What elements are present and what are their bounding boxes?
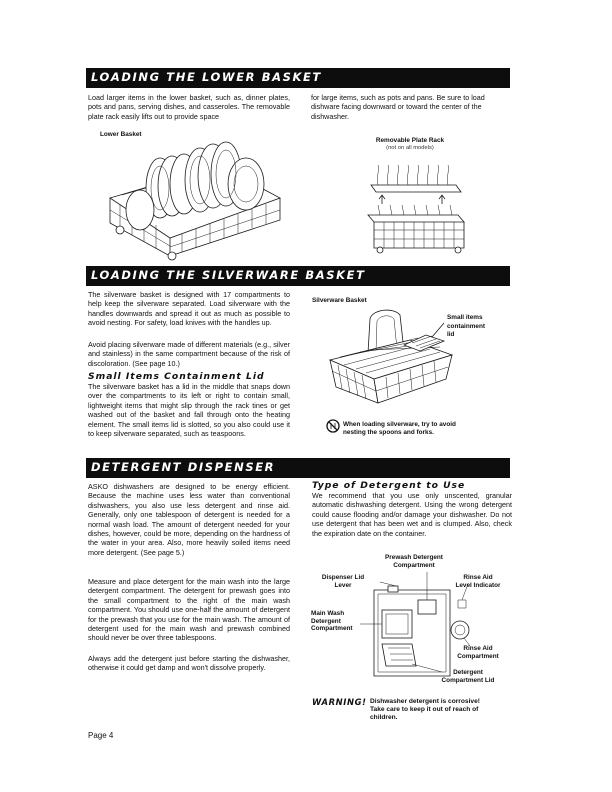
detergent-paragraph-3: Always add the detergent just before sta… [88, 654, 290, 673]
fig-label-small-items-lid: Small items containment lid [447, 314, 485, 339]
label-main-wash-compartment: Main Wash Detergent Compartment [311, 610, 353, 633]
plate-rack-illustration [367, 164, 465, 254]
heading-underline [86, 477, 510, 478]
warning-text: Dishwasher detergent is corrosive! Take … [370, 698, 480, 722]
silverware-paragraph-1: The silverware basket is designed with 1… [88, 290, 290, 328]
lower-basket-text-col1: Load larger items in the lower basket, s… [88, 93, 290, 121]
fig-label-silverware-basket: Silverware Basket [312, 297, 367, 304]
section-heading-lower-basket: LOADING THE LOWER BASKET [86, 68, 510, 87]
subheading-small-items-lid: Small Items Containment Lid [88, 371, 265, 382]
silverware-paragraph-2: Avoid placing silverware made of differe… [88, 340, 290, 368]
fig-note-plate-rack: (not on all models) [386, 145, 434, 151]
no-nesting-icon [326, 419, 340, 433]
label-dispenser-lid-lever: Dispenser Lid Lever [321, 574, 365, 589]
heading-underline [86, 285, 510, 286]
lower-basket-text-col2: for large items, such as pots and pans. … [311, 93, 485, 121]
label-rinse-aid-compartment: Rinse Aid Compartment [457, 645, 499, 660]
silverware-paragraph-3: The silverware basket has a lid in the m… [88, 382, 290, 439]
page-number: Page 4 [88, 731, 114, 740]
section-heading-silverware-basket: LOADING THE SILVERWARE BASKET [86, 266, 510, 285]
type-of-detergent-text: We recommend that you use only unscented… [312, 491, 512, 538]
label-prewash-compartment: Prewash Detergent Compartment [385, 554, 443, 569]
fig-label-lower-basket: Lower Basket [100, 131, 142, 138]
section-heading-detergent-dispenser: DETERGENT DISPENSER [86, 458, 510, 477]
subheading-type-of-detergent: Type of Detergent to Use [312, 480, 466, 491]
detergent-dispenser-diagram [360, 572, 471, 677]
lower-basket-illustration [109, 141, 281, 261]
label-rinse-aid-level-indicator: Rinse Aid Level Indicator [455, 574, 501, 589]
detergent-paragraph-2: Measure and place detergent for the main… [88, 577, 290, 643]
warning-heading: WARNING! [312, 697, 367, 707]
fig-caution-nesting: When loading silverware, try to avoid ne… [343, 421, 456, 436]
silverware-basket-illustration [328, 309, 454, 404]
detergent-paragraph-1: ASKO dishwashers are designed to be ener… [88, 482, 290, 557]
heading-underline [86, 87, 510, 88]
label-detergent-compartment-lid: Detergent Compartment Lid [441, 669, 495, 684]
fig-label-plate-rack: Removable Plate Rack [375, 137, 445, 144]
